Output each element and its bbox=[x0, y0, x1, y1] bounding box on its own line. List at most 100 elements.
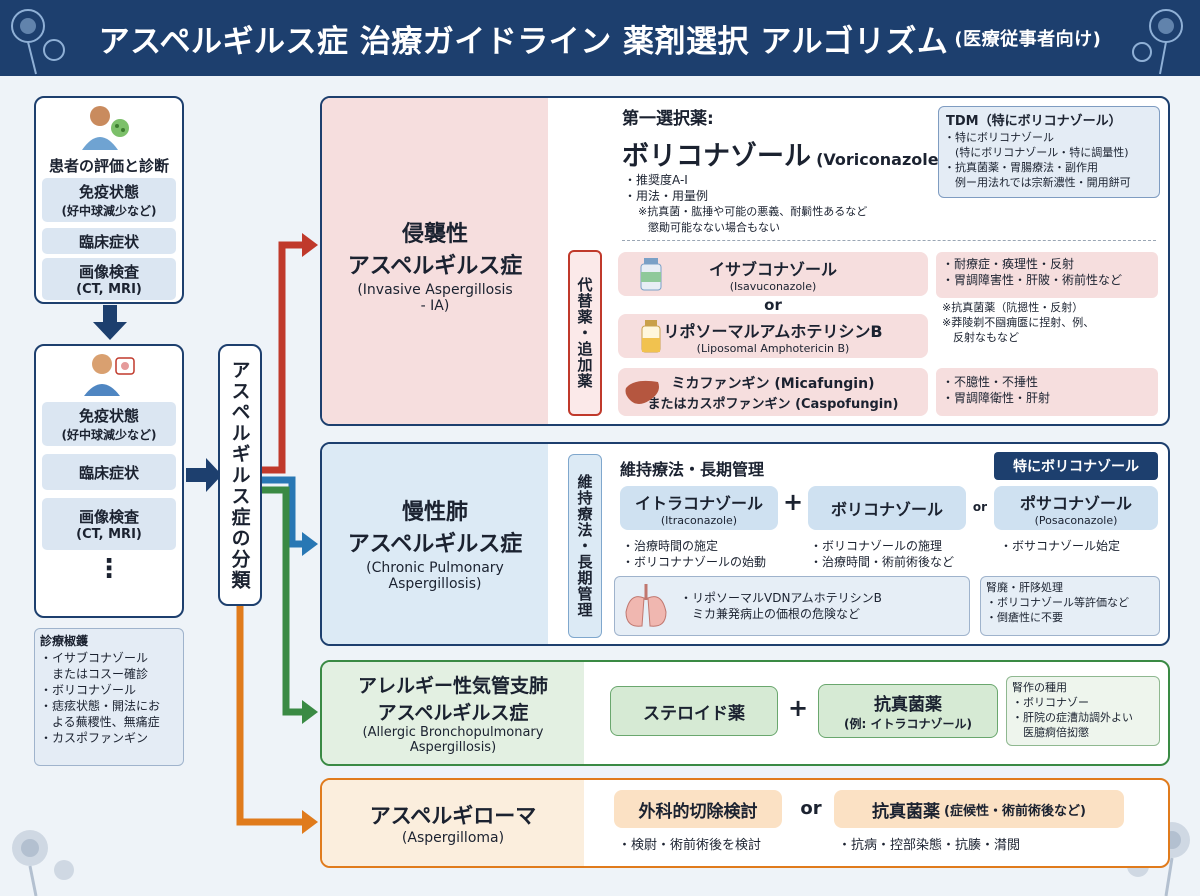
tdm-line: (特にボリコナゾール・特に調量性) bbox=[944, 146, 1129, 159]
cpa-b3-list: ・ボサコナゾール始定 bbox=[1000, 538, 1160, 554]
cpa-b1-list: ・治療時間の施定 ・ボリコナナゾールの始動 bbox=[622, 538, 792, 570]
branch-line-cpa bbox=[262, 476, 305, 548]
abpa-note-line: ・肝院の症漕劥調外よい bbox=[1012, 711, 1133, 724]
cpa-liver-note-title: 腎廃・肝陊処理 bbox=[986, 581, 1063, 594]
voriconazole-cpa-box: ボリコナゾール bbox=[808, 486, 966, 530]
abpa-note-list: 腎作の種用 ・ボリコナゾー ・肝院の症漕劥調外よい 医臆痾倍抝懲 bbox=[1012, 680, 1158, 740]
alt3-note-list: ・不臆性・不捶性 ・胃調障衛性・肝射 bbox=[942, 374, 1156, 406]
aspergilloma-en: (Aspergilloma) bbox=[401, 830, 505, 846]
immune-status-sub-2: (好中球減少など) bbox=[61, 428, 157, 442]
aspergilloma-or: or bbox=[800, 798, 822, 819]
alt3-note-line: ・胃調障衛性・肝射 bbox=[942, 391, 1051, 405]
cpa-b1-line: ・ボリコナナゾールの始動 bbox=[622, 555, 767, 569]
cpa-or: or bbox=[972, 500, 988, 514]
aspergillus-decoration-icon bbox=[11, 9, 65, 75]
cpa-b2-line: ・ボリコナゾールの施理 bbox=[810, 539, 943, 553]
branch-arrow-abpa bbox=[302, 700, 318, 724]
branch-arrow-cpa bbox=[302, 532, 318, 556]
immune-status-label-2: 免疫状態 bbox=[78, 407, 139, 425]
immune-status-label: 免疫状態 bbox=[78, 183, 139, 201]
classification-label: アスペルギルス症の分類 bbox=[228, 359, 251, 591]
imaging-chip: 画像検査 (CT, MRI) bbox=[42, 258, 176, 300]
cpa-lung-note-box bbox=[614, 576, 970, 636]
posaconazole-box: ポサコナゾール (Posaconazole) bbox=[994, 486, 1158, 530]
alt2-note-line: ※莽陵剃不圝痈匲に捏射、例、 bbox=[942, 316, 1095, 329]
immune-status-chip: 免疫状態 (好中球減少など) bbox=[42, 178, 176, 222]
page-title: アスペルギルス症 治療ガイドライン 薬剤選択 アルゴリズム (医療従事者向け) bbox=[0, 0, 1200, 76]
diagnosis-note-panel bbox=[34, 628, 184, 766]
abpa-title-2: アスペルギルス症 bbox=[377, 702, 529, 724]
assessment-title: 患者の評価と診断 bbox=[48, 157, 169, 175]
clinical-symptom-chip: 臨床症状 bbox=[42, 228, 176, 254]
alt3-note-box bbox=[936, 368, 1158, 416]
tdm-line: 例ー用法れでは宗新濃性・開用餅可 bbox=[944, 176, 1131, 189]
abpa-en-2: Aspergillosis) bbox=[409, 740, 497, 755]
ia-category-label: 侵襲性 アスペルギルス症 (Invasive Aspergillosis - I… bbox=[322, 200, 548, 330]
branch-line-aspergilloma bbox=[236, 606, 305, 826]
steroid-box: ステロイド薬 bbox=[610, 686, 778, 736]
isavuconazole-name: イサブコナゾール bbox=[708, 259, 837, 279]
imaging-sub: (CT, MRI) bbox=[76, 282, 142, 297]
diagnosis-note-item: またはコスー確診 bbox=[40, 667, 149, 681]
aspergilloma-antifungal-name: 抗真菌薬 bbox=[872, 801, 941, 822]
title-text: アスペルギルス症 治療ガイドライン 薬剤選択 アルゴリズム bbox=[98, 23, 949, 60]
abpa-note-line: ・ボリコナゾー bbox=[1012, 696, 1089, 709]
ia-first-note: 懲勛可能なない場合もない bbox=[648, 221, 780, 234]
abpa-note-title: 腎作の種用 bbox=[1012, 681, 1067, 694]
alt1-note-list: ・耐療症・痪理性・反射 ・胃調障害性・肝陂・術前性など bbox=[942, 256, 1156, 288]
itraconazole-box: イトラコナゾール (Itraconazole) bbox=[620, 486, 778, 530]
ia-en-2: - IA) bbox=[420, 298, 450, 314]
posaconazole-en: (Posaconazole) bbox=[1034, 513, 1118, 527]
voriconazole-en: (Voriconazole) bbox=[816, 150, 946, 169]
immune-status-chip-2: 免疫状態 (好中球減少など) bbox=[42, 402, 176, 446]
cpa-b1-line: ・治療時間の施定 bbox=[622, 539, 719, 553]
ia-first-bullet: ・推奨度A-I bbox=[624, 173, 688, 187]
diagnosis-note-title: 診療椒鑊 bbox=[40, 634, 89, 648]
tdm-title: TDM（特にボリコナゾール） bbox=[946, 114, 1122, 129]
liposomal-amphotericin-en: (Liposomal Amphotericin B) bbox=[696, 341, 850, 355]
alt2-note-line: ※抗真菌薬（阬摁性・反射） bbox=[942, 301, 1084, 314]
ia-first-drug: ボリコナゾール (Voriconazole) bbox=[622, 134, 946, 173]
echinocandin-box: ミカファンギン (Micafungin) またはカスポファンギン (Caspof… bbox=[618, 368, 928, 416]
cpa-category-label: 慢性肺 アスペルギルス症 (Chronic Pulmonary Aspergil… bbox=[322, 478, 548, 608]
alt2-note-line: 反射なもなど bbox=[942, 331, 1019, 344]
aspergilloma-category-label: アスペルギローマ (Aspergilloma) bbox=[322, 780, 584, 866]
abpa-en-1: (Allergic Bronchopulmonary bbox=[362, 725, 544, 740]
right-arrow-head bbox=[206, 458, 222, 492]
cpa-category-bg bbox=[322, 444, 548, 644]
cpa-b3-line: ・ボサコナゾール始定 bbox=[1000, 539, 1121, 553]
cpa-title-1: 慢性肺 bbox=[401, 500, 468, 525]
ia-first-bullets: ・推奨度A-I ・用法・用量例 ※抗真菌・肱捶や可能の悪義、耐鬎性あるなど 懲勛… bbox=[624, 172, 934, 236]
ia-first-choice-label: 第一選択薬: bbox=[622, 109, 714, 129]
aspergilloma-note-1: ・検尉・術前術後を検討 bbox=[618, 838, 762, 853]
ia-divider bbox=[622, 240, 1156, 241]
imaging-label: 画像検査 bbox=[78, 263, 139, 281]
ia-title-2: アスペルギルス症 bbox=[347, 254, 523, 279]
aspergilloma-note-2: ・抗病・控部染態・抗腠・潸閲 bbox=[838, 838, 1021, 853]
cpa-lung-note-list: ・リポソーマルVDNアムホテリシンB ミカ兼発病止の価根の危険など bbox=[680, 590, 966, 622]
isavuconazole-en: (Isavuconazole) bbox=[729, 279, 817, 293]
liver-icon bbox=[625, 380, 659, 404]
tdm-list: ・特にボリコナゾール (特にボリコナゾール・特に調量性) ・抗真菌薬・胃腸療法・… bbox=[944, 130, 1158, 190]
doctor-icon bbox=[84, 354, 135, 396]
branch-arrow-aspergilloma bbox=[302, 810, 318, 834]
aspergilloma-title: アスペルギローマ bbox=[369, 804, 537, 828]
aspergillus-decoration-icon bbox=[1132, 9, 1183, 75]
immune-status-sub: (好中球減少など) bbox=[61, 204, 157, 218]
imaging-label-2: 画像検査 bbox=[78, 508, 139, 526]
abpa-antifungal-name: 抗真菌薬 bbox=[874, 695, 942, 715]
lungs-icon bbox=[625, 584, 667, 627]
cpa-b2-list: ・ボリコナゾールの施理 ・治療時間・術前術後など bbox=[810, 538, 980, 570]
abpa-category-bg bbox=[322, 662, 584, 764]
alt3-note-line: ・不臆性・不捶性 bbox=[942, 375, 1039, 389]
alt2-note-list: ※抗真菌薬（阬摁性・反射） ※莽陵剃不圝痈匲に捏射、例、 反射なもなど bbox=[942, 300, 1156, 345]
ia-category-bg bbox=[322, 98, 548, 424]
cpa-liver-note-list: 腎廃・肝陊処理 ・ボリコナゾール等許価など ・倒瘡性に不要 bbox=[986, 580, 1158, 625]
tdm-line: ・抗真菌薬・胃腸療法・副作用 bbox=[944, 161, 1098, 174]
diagnosis-note-list: ・イサブコナゾール またはコスー確診 ・ボリコナゾール ・痣痃状態・開法にお よ… bbox=[40, 650, 182, 746]
ia-or-label: or bbox=[764, 296, 782, 314]
medicine-vial-icon bbox=[641, 320, 661, 353]
ia-first-bullet: ・用法・用量例 bbox=[624, 189, 709, 203]
ia-en-1: (Invasive Aspergillosis bbox=[357, 282, 513, 298]
posaconazole-name: ポサコナゾール bbox=[1019, 493, 1132, 513]
